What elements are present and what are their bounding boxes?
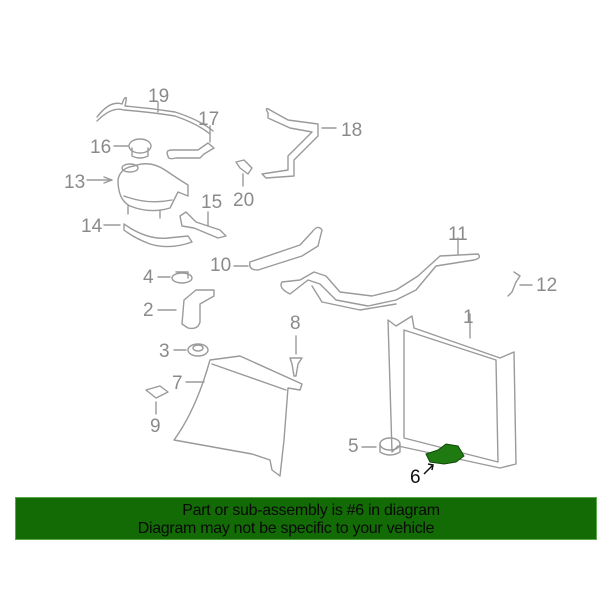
part-9-clip xyxy=(145,385,169,415)
callout-13: 13 xyxy=(64,172,86,193)
part-4-nut xyxy=(157,271,193,284)
part-20-valve xyxy=(235,159,253,187)
part-2-bracket xyxy=(157,289,215,330)
part-10-hose xyxy=(233,226,323,271)
callout-5: 5 xyxy=(348,436,359,457)
callout-10: 10 xyxy=(210,255,232,276)
callout-1: 1 xyxy=(463,307,474,328)
part-14-bracket xyxy=(103,223,193,248)
callout-20: 20 xyxy=(233,190,255,211)
part-19-hose xyxy=(96,96,214,135)
part-5-cap xyxy=(361,437,401,456)
part-15-strap xyxy=(179,211,227,239)
part-13-reservoir xyxy=(86,163,189,219)
part-1-radiator xyxy=(387,313,517,469)
callout-18: 18 xyxy=(341,120,363,141)
part-3-grommet xyxy=(173,343,209,357)
banner-line-disclaimer: Diagram may not be specific to your vehi… xyxy=(137,520,435,537)
callout-11: 11 xyxy=(448,224,468,245)
callout-9: 9 xyxy=(150,416,161,437)
part-18-hose xyxy=(261,107,337,179)
callout-7: 7 xyxy=(172,373,183,394)
callout-2: 2 xyxy=(143,300,154,321)
banner-line-part-number: Part or sub-assembly is #6 in diagram xyxy=(182,502,440,519)
callout-8: 8 xyxy=(290,313,301,334)
part-7-shroud xyxy=(173,355,303,477)
callout-17: 17 xyxy=(198,109,220,130)
part-info-banner: Part or sub-assembly is #6 in diagram Di… xyxy=(15,497,597,540)
callout-19: 19 xyxy=(148,86,170,107)
callout-3: 3 xyxy=(159,341,170,362)
part-17-hose xyxy=(166,125,215,160)
part-8-pin xyxy=(289,335,303,377)
part-11-hose xyxy=(280,237,481,311)
part-16-cap xyxy=(113,138,152,159)
callout-15: 15 xyxy=(201,192,223,213)
callout-16: 16 xyxy=(90,137,112,158)
callout-12: 12 xyxy=(536,275,558,296)
callout-14: 14 xyxy=(81,216,103,237)
callout-4: 4 xyxy=(143,267,154,288)
part-12-sensor xyxy=(507,271,533,297)
part-6-highlighted xyxy=(423,443,465,475)
callout-6-highlighted: 6 xyxy=(410,467,421,488)
